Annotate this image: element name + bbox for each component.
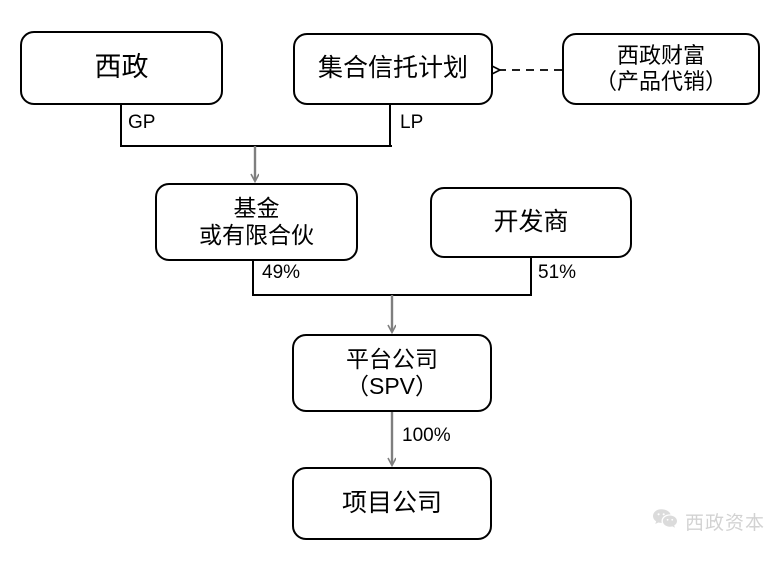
edge-gp [120,105,392,147]
node-trust-plan[interactable]: 集合信托计划 [293,33,493,105]
edge-49 [252,261,392,296]
edge-label-51-percent: 51% [538,262,577,283]
edge-label-lp: LP [400,112,424,133]
edge-label-100-percent: 100% [402,425,451,446]
wechat-icon [652,508,678,535]
edge-lp [255,105,391,147]
node-project-company[interactable]: 项目公司 [292,467,492,540]
node-fund-or-lp[interactable]: 基金 或有限合伙 [155,183,358,261]
edge-51 [392,258,532,296]
watermark-label: 西政资本 [685,513,766,534]
watermark: 西政资本 [652,508,765,535]
edge-label-gp: GP [128,112,156,133]
node-wealth-management[interactable]: 西政财富 （产品代销） [562,33,760,105]
node-developer[interactable]: 开发商 [430,187,632,258]
node-platform-spv[interactable]: 平台公司 （SPV） [292,334,492,412]
edge-label-49-percent: 49% [262,262,301,283]
node-xizheng[interactable]: 西政 [20,31,223,105]
